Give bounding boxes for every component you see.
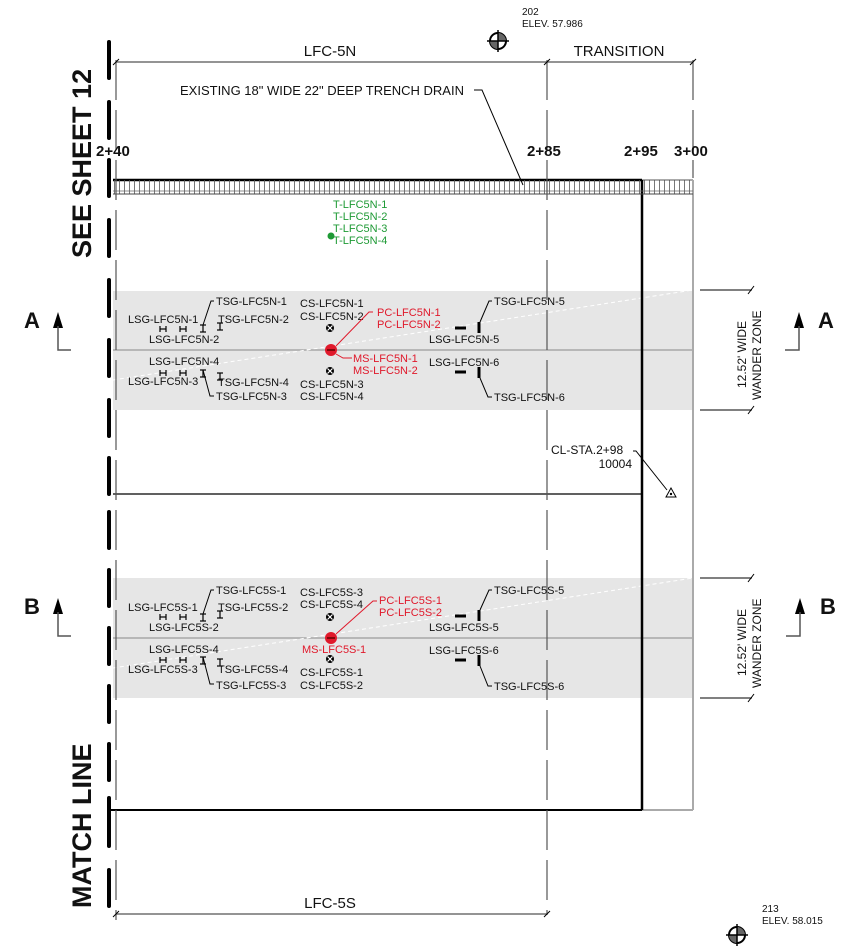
- ms-label: MS-LFC5S-1: [302, 644, 366, 656]
- tsg-label: TSG-LFC5S-5: [494, 585, 564, 597]
- tsg-label: TSG-LFC5N-1: [216, 296, 287, 308]
- pc-label: PC-LFC5N-1: [377, 307, 441, 319]
- thermocouple-label: T-LFC5N-2: [333, 211, 387, 223]
- cl-station-label: CL-STA.2+98: [551, 443, 623, 457]
- cl-station-number: 10004: [599, 457, 633, 471]
- lsg-label: LSG-LFC5N-5: [429, 334, 499, 346]
- thermocouple-label: T-LFC5N-4: [333, 235, 387, 247]
- survey-point-id: 202: [522, 7, 539, 18]
- match-line-label: MATCH LINE: [67, 744, 97, 908]
- tsg-label: TSG-LFC5N-3: [216, 391, 287, 403]
- pc-label: PC-LFC5S-1: [379, 595, 442, 607]
- lsg-label: LSG-LFC5N-2: [149, 334, 219, 346]
- cs-label: CS-LFC5N-4: [300, 391, 364, 403]
- wander-zone-dimension: [700, 285, 755, 703]
- station-label: 2+85: [527, 143, 561, 160]
- lsg-label: LSG-LFC5S-2: [149, 622, 219, 634]
- section-label: B: [820, 594, 836, 619]
- tsg-label: TSG-LFC5S-4: [218, 664, 288, 676]
- section-label: A: [24, 308, 40, 333]
- lsg-label: LSG-LFC5N-1: [128, 314, 198, 326]
- cs-label: CS-LFC5S-1: [300, 667, 363, 679]
- survey-control-icon: [726, 924, 748, 946]
- ms-label: MS-LFC5N-1: [353, 353, 418, 365]
- tsg-label: TSG-LFC5N-6: [494, 392, 565, 404]
- lsg-label: LSG-LFC5S-4: [149, 644, 219, 656]
- pc-label: PC-LFC5N-2: [377, 319, 441, 331]
- cs-gauge-icon: [326, 655, 334, 663]
- station-label: 2+40: [96, 143, 130, 160]
- wander-zone-label: 12.52' WIDE: [735, 321, 749, 388]
- tsg-label: TSG-LFC5S-1: [216, 585, 286, 597]
- lsg-label: LSG-LFC5N-3: [128, 376, 198, 388]
- tsg-label: TSG-LFC5N-2: [218, 314, 289, 326]
- cs-label: CS-LFC5N-3: [300, 379, 364, 391]
- ms-label: MS-LFC5N-2: [353, 365, 418, 377]
- lsg-label: LSG-LFC5N-6: [429, 357, 499, 369]
- dim-transition: TRANSITION: [574, 43, 665, 60]
- dim-lfc-5n: LFC-5N: [304, 43, 357, 60]
- cs-label: CS-LFC5S-4: [300, 599, 363, 611]
- wander-zone-label: 12.52' WIDE: [735, 609, 749, 676]
- cs-gauge-icon: [326, 324, 334, 332]
- cs-label: CS-LFC5N-2: [300, 311, 364, 323]
- tsg-label: TSG-LFC5N-4: [218, 377, 289, 389]
- survey-triangle-icon: [665, 486, 677, 498]
- wander-zone-label: WANDER ZONE: [750, 598, 764, 688]
- cs-gauge-icon: [326, 367, 334, 375]
- survey-point-id: 213: [762, 904, 779, 915]
- trench-drain-callout: EXISTING 18" WIDE 22" DEEP TRENCH DRAIN: [180, 83, 464, 98]
- thermocouple-label: T-LFC5N-1: [333, 199, 387, 211]
- station-label: 2+95: [624, 143, 658, 160]
- thermocouple-label: T-LFC5N-3: [333, 223, 387, 235]
- lsg-label: LSG-LFC5S-6: [429, 645, 499, 657]
- cs-gauge-icon: [326, 613, 334, 621]
- tsg-label: TSG-LFC5N-5: [494, 296, 565, 308]
- cs-label: CS-LFC5N-1: [300, 298, 364, 310]
- survey-control-icon: [487, 30, 509, 52]
- pc-label: PC-LFC5S-2: [379, 607, 442, 619]
- tsg-label: TSG-LFC5S-2: [218, 602, 288, 614]
- thermocouple-marker: [327, 232, 335, 240]
- lsg-label: LSG-LFC5S-5: [429, 622, 499, 634]
- section-marker-a-right: [785, 312, 804, 351]
- trench-drain: [113, 180, 693, 194]
- tsg-label: TSG-LFC5S-6: [494, 681, 564, 693]
- see-sheet-label: SEE SHEET 12: [67, 69, 97, 258]
- tsg-label: TSG-LFC5S-3: [216, 680, 286, 692]
- dim-lfc-5s: LFC-5S: [304, 895, 356, 912]
- cs-label: CS-LFC5S-3: [300, 587, 363, 599]
- cs-label: CS-LFC5S-2: [300, 680, 363, 692]
- section-label: A: [818, 308, 834, 333]
- station-label: 3+00: [674, 143, 708, 160]
- section-label: B: [24, 594, 40, 619]
- wander-zone-label: WANDER ZONE: [750, 310, 764, 400]
- lsg-label: LSG-LFC5N-4: [149, 356, 219, 368]
- section-marker-b-left: [53, 598, 71, 637]
- survey-point-elev: ELEV. 57.986: [522, 19, 583, 30]
- lsg-label: LSG-LFC5S-3: [128, 664, 198, 676]
- section-marker-a-left: [53, 312, 71, 351]
- survey-point-elev: ELEV. 58.015: [762, 916, 823, 927]
- section-marker-b-right: [786, 598, 805, 637]
- lsg-label: LSG-LFC5S-1: [128, 602, 198, 614]
